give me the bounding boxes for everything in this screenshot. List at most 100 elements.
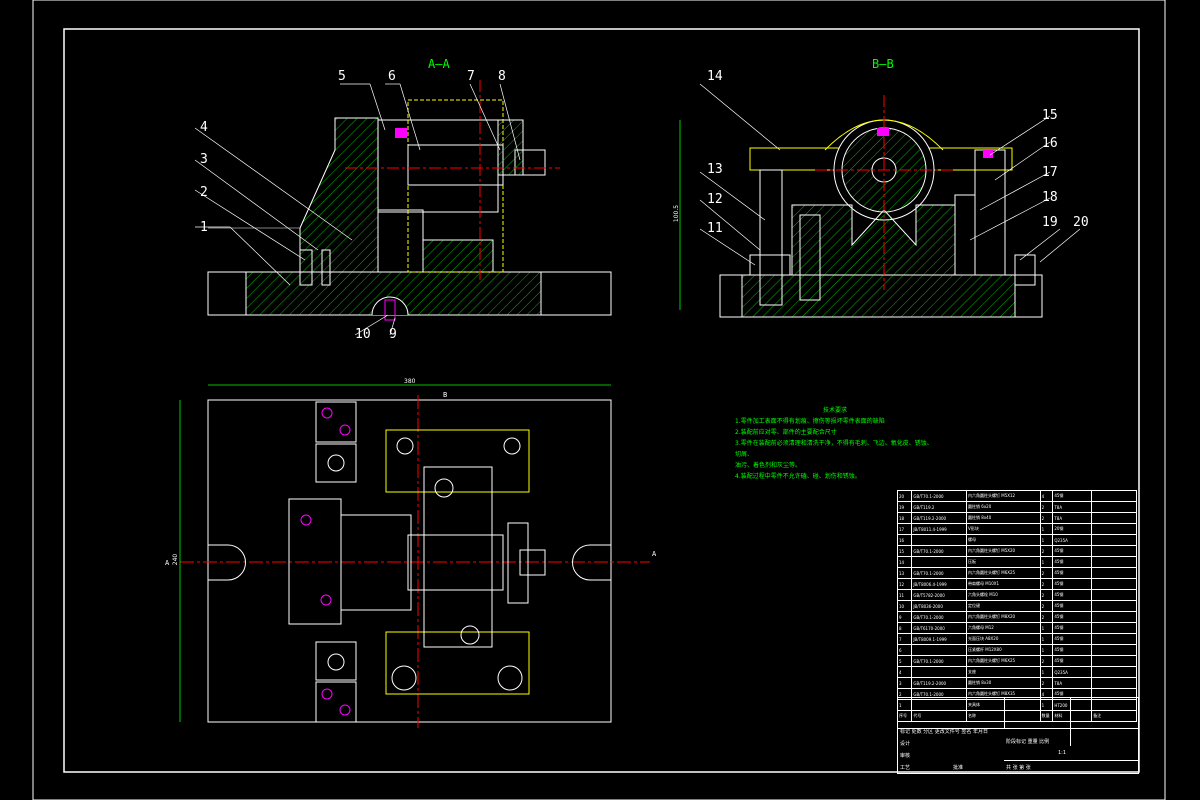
section-bb-view (679, 95, 1043, 318)
bom-cell: 9 (896, 611, 913, 623)
bom-cell: 1 (1039, 622, 1054, 634)
bom-cell: 序号 (896, 710, 913, 722)
bom-cell: 12 (896, 578, 913, 590)
sheet-info: 共 张 第 张 (1006, 765, 1031, 771)
bom-cell (1091, 677, 1137, 689)
top-base (207, 399, 612, 723)
bom-cell: GB/T5782-2000 (911, 589, 967, 601)
bom-cell: 45钢 (1052, 655, 1093, 667)
bom-cell: 7 (896, 633, 913, 645)
bom-cell: 45钢 (1052, 567, 1093, 579)
dimension-width: 380 (404, 378, 416, 385)
callout-12: 12 (707, 192, 723, 207)
bom-cell: JB/T8036-2000 (911, 600, 967, 612)
bom-cell (1091, 578, 1137, 590)
bom-cell: 2 (1039, 567, 1054, 579)
bom-header: 序号代号名称数量材料备注 (896, 710, 1137, 722)
section-aa-title: A—A (428, 57, 450, 71)
bom-cell: 20 (896, 490, 913, 502)
bom-cell: 2 (1039, 600, 1054, 612)
bom-cell (911, 556, 967, 568)
bom-cell: 5 (896, 655, 913, 667)
title-block: 标记 处数 分区 更改文件号 签名 年月日 设计 审核 工艺 批准 阶段标记 重… (897, 697, 1139, 774)
support-block (299, 117, 379, 273)
section-bb-title: B—B (872, 57, 894, 71)
bom-cell: 六角螺母 M12 (966, 622, 1041, 634)
bom-cell: 圆柱销 8x40 (966, 512, 1041, 524)
callout-1: 1 (200, 220, 208, 235)
callout-3: 3 (200, 152, 208, 167)
bom-cell: Q235A (1052, 534, 1093, 546)
callout-10: 10 (355, 327, 371, 342)
bom-cell: 定位键 (966, 600, 1041, 612)
bom-cell: 内六角圆柱头螺钉 M8X20 (966, 611, 1041, 623)
bom-cell: 18 (896, 512, 913, 524)
bom-cell: 1 (1039, 523, 1054, 535)
bom-cell: 1 (1039, 666, 1054, 678)
bom-cell: 压紧螺杆 M12X80 (966, 644, 1041, 656)
bom-cell: 45钢 (1052, 644, 1093, 656)
bom-cell (1091, 512, 1137, 524)
bom-cell: GB/T6170-2000 (911, 622, 967, 634)
callout-6: 6 (388, 69, 396, 84)
bom-cell: 支座 (966, 666, 1041, 678)
bom-cell: 2 (1039, 611, 1054, 623)
process-label: 工艺 (900, 765, 911, 771)
notes-title: 技术要求 (822, 407, 847, 414)
bom-cell: 名称 (966, 710, 1041, 722)
bom-cell: 4 (896, 666, 913, 678)
bom-cell: GB/T119.2-2000 (911, 677, 967, 689)
bom-cell: JB/T8011.4-1999 (911, 523, 967, 535)
bom-cell (1091, 501, 1137, 513)
outer-frame (32, 0, 1166, 800)
bom-cell: 45钢 (1052, 589, 1093, 601)
bom-cell: 2 (1039, 545, 1054, 557)
bom-cell: 2 (1039, 501, 1054, 513)
bom-cell: 45钢 (1052, 556, 1093, 568)
bom-cell: 45钢 (1052, 490, 1093, 502)
notes-line: 4.装配过程中零件不允许磕、碰、划伤和锈蚀。 (735, 473, 861, 480)
bom-cell: T8A (1052, 512, 1093, 524)
bom-cell: 代号 (911, 710, 967, 722)
bom-cell (1091, 666, 1137, 678)
bom-cell (911, 534, 967, 546)
bom-cell: 10 (896, 600, 913, 612)
notes-line: 2.装配前应对零、部件的主要配合尺寸 (735, 429, 837, 436)
inner-frame (63, 28, 1140, 773)
bom-cell: GB/T119.2-2000 (911, 512, 967, 524)
bom-cell: 2 (1039, 512, 1054, 524)
bom-cell: T8A (1052, 501, 1093, 513)
bom-cell: 15 (896, 545, 913, 557)
bom-cell: 1 (1039, 556, 1054, 568)
check-label: 审核 (900, 753, 911, 759)
bom-cell: 45钢 (1052, 545, 1093, 557)
callout-18: 18 (1042, 190, 1058, 205)
callout-19: 19 (1042, 215, 1058, 230)
bom-cell (1091, 523, 1137, 535)
bom-cell: 45钢 (1052, 578, 1093, 590)
stage-label: 阶段标记 重量 比例 (1006, 739, 1050, 745)
bom-cell: 14 (896, 556, 913, 568)
callout-20: 20 (1073, 215, 1089, 230)
bom-cell: 11 (896, 589, 913, 601)
notes-line: 油污、着色剂和灰尘等。 (735, 462, 802, 469)
notes-line: 3.零件在装配前必须清理和清洗干净，不得有毛刺、飞边、氧化皮、锈蚀、切屑、 (735, 440, 933, 458)
bom-cell (1091, 611, 1137, 623)
bom-cell: 材料 (1052, 710, 1093, 722)
bom-cell (1091, 490, 1137, 502)
bom-cell: GB/T70.1-2000 (911, 611, 967, 623)
bom-cell: T8A (1052, 677, 1093, 689)
bom-cell: 20钢 (1052, 523, 1093, 535)
title-labels-row: 标记 处数 分区 更改文件号 签名 年月日 (900, 729, 988, 735)
bom-cell: 45钢 (1052, 600, 1093, 612)
callout-16: 16 (1042, 136, 1058, 151)
callout-13: 13 (707, 162, 723, 177)
